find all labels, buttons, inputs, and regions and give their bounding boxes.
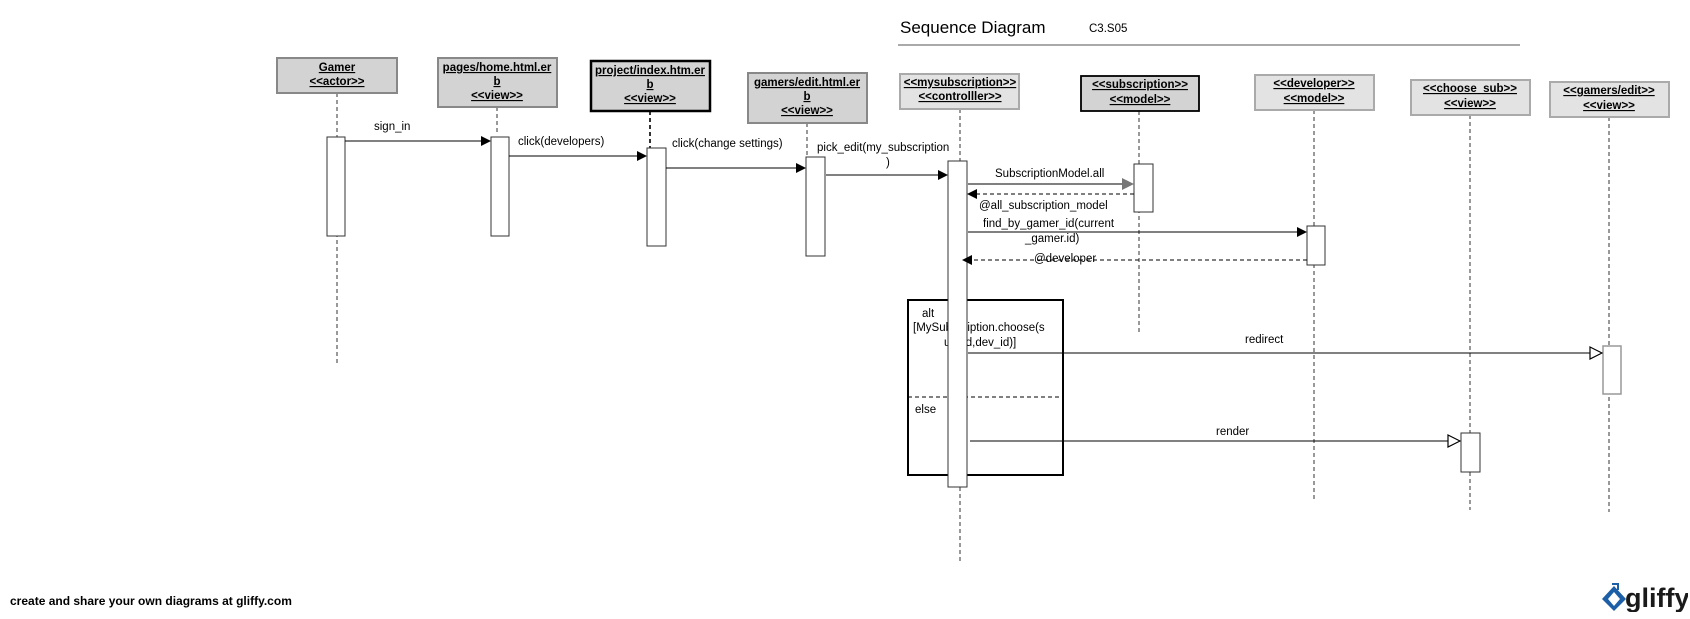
- activation-gamers-edit: [1602, 345, 1622, 395]
- participant-label: project/index.htm.er: [595, 65, 705, 77]
- message-label: click(developers): [518, 136, 604, 148]
- participant-stereotype: <<view>>: [1583, 100, 1635, 112]
- message-redirect[interactable]: redirect: [968, 334, 1602, 353]
- participant-stereotype: <<view>>: [471, 90, 523, 102]
- participant-stereotype: <<actor>>: [310, 76, 365, 88]
- message-label: click(change settings): [672, 138, 783, 150]
- activation-subscription-model: [1133, 163, 1154, 213]
- participant-stereotype: <<view>>: [624, 93, 676, 105]
- participant-controller[interactable]: <<mysubscription>> <<controlller>>: [899, 73, 1020, 110]
- participant-label-cont: b: [803, 91, 810, 103]
- participant-subscription-model[interactable]: <<subscription>> <<model>>: [1080, 75, 1200, 112]
- message-label: pick_edit(my_subscription: [817, 142, 949, 154]
- participant-label-cont: b: [493, 76, 500, 88]
- participant-stereotype: <<view>>: [781, 105, 833, 117]
- fragment-operator: alt: [922, 308, 935, 320]
- message-label: redirect: [1245, 334, 1284, 346]
- participant-label: <<gamers/edit>>: [1563, 85, 1655, 97]
- activation-home: [490, 136, 510, 237]
- participant-label: <<mysubscription>>: [904, 77, 1017, 89]
- message-click-change-settings[interactable]: click(change settings): [666, 138, 806, 173]
- message-sign-in[interactable]: sign_in: [345, 121, 491, 146]
- message-render[interactable]: render: [970, 426, 1460, 441]
- activation-index: [646, 147, 667, 247]
- participant-stereotype: <<controlller>>: [918, 91, 1001, 103]
- message-label: render: [1216, 426, 1249, 438]
- participant-label: <<choose_sub>>: [1423, 83, 1517, 95]
- message-return-all-subscription-model[interactable]: @all_subscription_model: [967, 189, 1134, 212]
- participant-stereotype: <<model>>: [1284, 93, 1345, 105]
- participant-label: pages/home.html.er: [443, 62, 552, 74]
- gliffy-logo-icon: [1602, 583, 1626, 611]
- message-label: find_by_gamer_id(current: [983, 218, 1115, 230]
- participant-stereotype: <<model>>: [1110, 94, 1171, 106]
- message-label: @developer: [1034, 253, 1096, 265]
- diagram-code: C3.S05: [1089, 23, 1127, 35]
- activation-gamer: [326, 136, 346, 237]
- message-label: @all_subscription_model: [979, 200, 1108, 212]
- activation-developer-model: [1306, 225, 1326, 266]
- message-click-developers[interactable]: click(developers): [509, 136, 647, 161]
- participant-label-cont: b: [646, 79, 653, 91]
- gliffy-logo[interactable]: gliffy: [1600, 582, 1688, 612]
- message-return-developer[interactable]: @developer: [962, 253, 1307, 265]
- participant-label: <<subscription>>: [1092, 79, 1188, 91]
- fragment-guard: [MySubscription.choose(s: [913, 322, 1045, 334]
- participant-developer-model[interactable]: <<developer>> <<model>>: [1254, 74, 1375, 111]
- activation-choose-sub: [1460, 432, 1481, 473]
- message-find-by-gamer-id[interactable]: find_by_gamer_id(current _gamer.id): [968, 218, 1307, 245]
- fragment-else-label: else: [915, 404, 936, 416]
- message-label-cont: _gamer.id): [1024, 233, 1080, 245]
- message-pick-edit[interactable]: pick_edit(my_subscription ): [817, 142, 949, 180]
- participant-label: gamers/edit.html.er: [754, 77, 861, 89]
- message-label: sign_in: [374, 121, 410, 133]
- participant-stereotype: <<view>>: [1444, 98, 1496, 110]
- participant-choose-sub[interactable]: <<choose_sub>> <<view>>: [1410, 79, 1531, 116]
- participant-label: Gamer: [319, 62, 356, 74]
- alt-fragment: alt [MySubscription.choose(s ub_id,dev_i…: [907, 299, 1064, 476]
- activation-controller: [947, 160, 968, 488]
- activation-edit: [805, 156, 826, 257]
- diagram-title: Sequence Diagram: [900, 18, 1046, 37]
- message-subscription-model-all[interactable]: SubscriptionModel.all: [968, 168, 1134, 190]
- participant-label: <<developer>>: [1273, 78, 1354, 90]
- footer-text[interactable]: create and share your own diagrams at gl…: [10, 594, 292, 608]
- participant-index-view[interactable]: project/index.htm.er b <<view>>: [589, 59, 712, 113]
- participant-gamer[interactable]: Gamer <<actor>>: [276, 57, 398, 94]
- participant-home-view[interactable]: pages/home.html.er b <<view>>: [437, 57, 558, 108]
- activations: [326, 136, 1481, 488]
- participant-gamers-edit[interactable]: <<gamers/edit>> <<view>>: [1549, 81, 1670, 118]
- message-label-cont: ): [886, 157, 890, 169]
- message-label: SubscriptionModel.all: [995, 168, 1104, 180]
- participant-edit-view[interactable]: gamers/edit.html.er b <<view>>: [747, 72, 868, 124]
- gliffy-logo-text: gliffy: [1625, 583, 1688, 612]
